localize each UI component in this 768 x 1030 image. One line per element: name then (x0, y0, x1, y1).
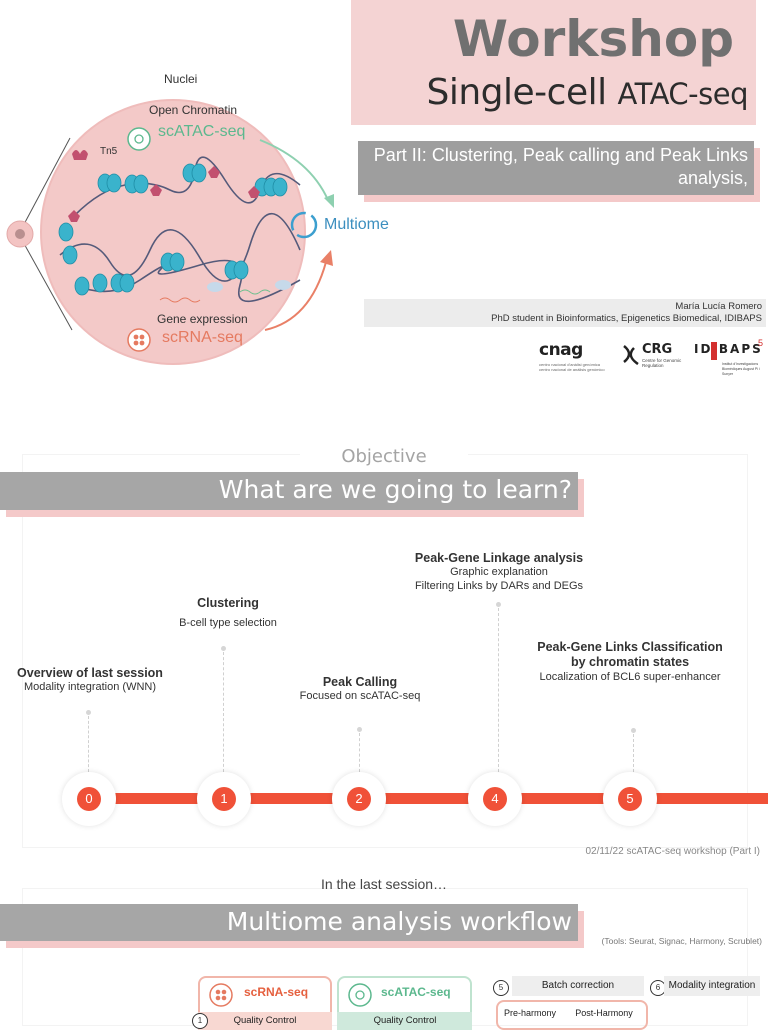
label-gene-expression: Gene expression (157, 312, 248, 326)
scrna-box-icon (209, 983, 233, 1007)
footnote: 02/11/22 scATAC-seq workshop (Part I) (585, 846, 760, 857)
label-scatac: scATAC-seq (158, 123, 246, 140)
milestone-5-title: Peak-Gene Links Classification by chroma… (537, 640, 723, 669)
title-box: Workshop Single-cell ATAC-seq (351, 0, 756, 125)
workflow-banner: Multiome analysis workflow (0, 904, 578, 941)
connector-4 (498, 608, 499, 772)
rna-arrow (264, 261, 327, 331)
tn5-legend-icon (72, 150, 88, 160)
qc-step-number: 1 (192, 1013, 208, 1029)
objective-label: Objective (300, 446, 468, 467)
connector-dot-5 (631, 728, 636, 733)
last-session-label: In the last session… (320, 876, 448, 892)
post-harmony-label: Post-Harmony (575, 1008, 633, 1018)
idibaps-logo-text: IDIBAPS (694, 342, 763, 356)
timeline-node-2: 2 (332, 772, 386, 826)
milestone-0-title: Overview of last session (17, 666, 163, 680)
connector-2 (359, 733, 360, 772)
idibaps-red-bar (711, 342, 717, 360)
scrna-box-label: scRNA-seq (244, 985, 309, 999)
scrna-qc-label: Quality Control (233, 1015, 297, 1026)
cnag-logo: cnag centro nacional d'anàlisi genòmica … (539, 340, 609, 372)
crg-logo-text: CRG (642, 342, 673, 357)
learn-banner: What are we going to learn? (0, 472, 578, 510)
connector-5 (633, 734, 634, 772)
connector-dot-0 (86, 710, 91, 715)
timeline-node-1: 1 (197, 772, 251, 826)
milestone-2-text: Focused on scATAC-seq (299, 690, 421, 702)
idibaps-superscript: 5 (758, 338, 764, 348)
milestone-0-text: Modality integration (WNN) (23, 681, 157, 693)
idibaps-logo-caption: Institut d'Investigacions Biomèdiques Au… (722, 362, 760, 376)
connector-1 (223, 652, 224, 772)
timeline-node-0: 0 (62, 772, 116, 826)
cnag-logo-text: cnag (539, 340, 583, 360)
connector-dot-4 (496, 602, 501, 607)
scatac-box-icon (348, 983, 372, 1007)
multiome-icon (290, 211, 318, 239)
label-nuclei: Nuclei (164, 72, 198, 86)
atac-arrow (259, 139, 329, 201)
author-name: María Lucía Romero (675, 301, 762, 312)
timeline-node-1-number: 1 (212, 787, 236, 811)
zoom-line-bottom (21, 239, 73, 331)
part-subtitle: Part II: Clustering, Peak calling and Pe… (358, 141, 754, 195)
milestone-2: Peak Calling Focused on scATAC-seq (280, 675, 440, 703)
zoom-line-top (21, 137, 71, 229)
workshop-subtitle: Single-cell ATAC-seq (426, 72, 748, 113)
author-box: María Lucía Romero PhD student in Bioinf… (364, 299, 766, 327)
crg-logo-caption: Centre for Genomic Regulation (642, 358, 682, 368)
milestone-1-text: B-cell type selection (179, 617, 277, 629)
scatac-box-label: scATAC-seq (381, 985, 451, 999)
workshop-title: Workshop (452, 10, 734, 68)
tools-label: (Tools: Seurat, Signac, Harmony, Scruble… (601, 936, 762, 946)
timeline-node-2-number: 2 (347, 787, 371, 811)
label-scrna: scRNA-seq (162, 329, 243, 346)
label-open-chromatin: Open Chromatin (149, 103, 238, 117)
timeline-node-0-number: 0 (77, 787, 101, 811)
subtitle-small: ATAC-seq (617, 77, 749, 111)
timeline-node-5-number: 5 (618, 787, 642, 811)
connector-dot-1 (221, 646, 226, 651)
scatac-qc-label: Quality Control (373, 1015, 437, 1026)
connector-0 (88, 716, 89, 772)
scrna-icon (127, 328, 151, 352)
milestone-4-text: Graphic explanation (450, 566, 548, 578)
milestone-2-title: Peak Calling (322, 675, 398, 689)
milestone-4: Peak-Gene Linkage analysis Graphic expla… (396, 551, 602, 593)
milestone-5: Peak-Gene Links Classification by chroma… (530, 640, 730, 684)
batch-correction-box: Batch correction (512, 976, 644, 996)
pre-harmony-label: Pre-harmony (503, 1008, 557, 1018)
label-tn5: Tn5 (100, 146, 118, 157)
milestone-4-text-2: Filtering Links by DARs and DEGs (414, 580, 584, 592)
milestone-5-text: Localization of BCL6 super-enhancer (539, 671, 721, 683)
scatac-icon (127, 127, 151, 151)
nucleus-circle (40, 99, 306, 365)
slide-1: Nuclei Open Chromatin scATAC-seq Tn5 Mul… (0, 0, 768, 400)
cnag-logo-caption: centro nacional d'anàlisi genòmica centr… (539, 362, 605, 372)
milestone-4-title: Peak-Gene Linkage analysis (414, 551, 584, 565)
idibaps-logo: IDIBAPS 5 Institut d'Investigacions Biom… (694, 338, 766, 377)
milestone-0: Overview of last session Modality integr… (10, 666, 170, 694)
milestone-1-title: Clustering (197, 596, 259, 610)
connector-dot-2 (357, 727, 362, 732)
step5-number: 5 (493, 980, 509, 996)
timeline-bar (86, 793, 768, 804)
milestone-1: Clustering B-cell type selection (148, 596, 308, 630)
modality-integration-box: Modality integration (664, 976, 760, 996)
timeline-node-5: 5 (603, 772, 657, 826)
label-multiome: Multiome (324, 216, 389, 233)
crg-logo-mark (623, 345, 639, 366)
timeline-node-4-number: 4 (483, 787, 507, 811)
author-role: PhD student in Bioinformatics, Epigeneti… (491, 313, 762, 324)
timeline-node-4: 4 (468, 772, 522, 826)
subtitle-main: Single-cell (426, 72, 607, 113)
multiome-diagram (6, 99, 334, 365)
